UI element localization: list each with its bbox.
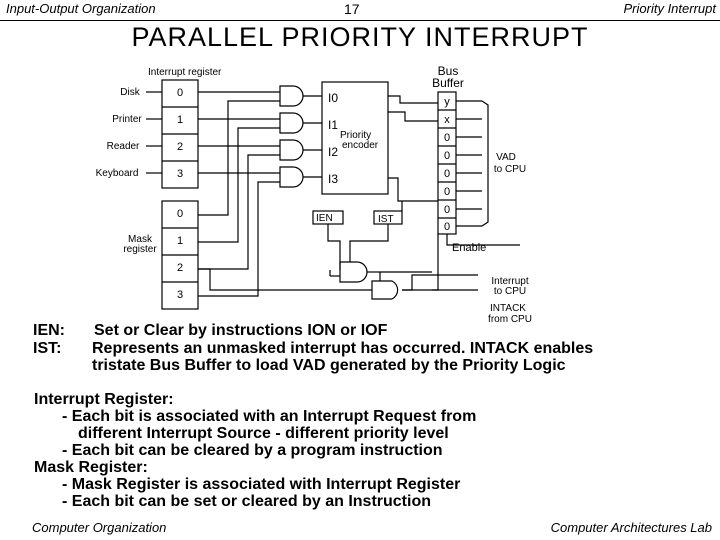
bus-bit-5: 0 bbox=[444, 186, 450, 198]
note-line: - Each bit can be set or cleared by an I… bbox=[62, 493, 431, 510]
interrupt-to-cpu-1: Interrupt bbox=[491, 276, 528, 287]
interrupt-and-gate bbox=[339, 261, 368, 283]
page-number: 17 bbox=[344, 1, 360, 17]
bus-bit-7: 0 bbox=[444, 221, 450, 233]
bus-bit-6: 0 bbox=[444, 204, 450, 216]
and-gate-2 bbox=[279, 139, 304, 161]
mask-bit-0: 0 bbox=[177, 208, 183, 220]
legend-ist-desc-1: Represents an unmasked interrupt has occ… bbox=[92, 340, 594, 357]
bus-buffer-label-2: Buffer bbox=[432, 76, 464, 90]
course-header: Input-Output Organization bbox=[6, 1, 156, 16]
note-line: - Mask Register is associated with Inter… bbox=[62, 476, 461, 493]
mask-register-label-2: register bbox=[123, 244, 157, 255]
bus-buffer-label-1: Bus bbox=[438, 64, 459, 78]
device-printer: Printer bbox=[112, 114, 142, 125]
footer-left: Computer Organization bbox=[32, 520, 167, 535]
and-gate-1 bbox=[279, 112, 304, 134]
note-line: Interrupt Register: bbox=[34, 391, 174, 408]
bus-bit-x: x bbox=[444, 114, 450, 126]
ir-bit-1: 1 bbox=[177, 114, 183, 126]
register-notes: Interrupt Register: - Each bit is associ… bbox=[34, 391, 476, 510]
legend-ist-desc-2: tristate Bus Buffer to load VAD generate… bbox=[92, 357, 566, 374]
device-reader: Reader bbox=[107, 141, 140, 152]
legend-ien-desc: Set or Clear by instructions ION or IOF bbox=[94, 322, 388, 339]
intack-and-gate bbox=[371, 280, 399, 300]
bus-bit-y: y bbox=[444, 96, 450, 108]
encoder-input-1: I1 bbox=[328, 118, 338, 132]
device-keyboard: Keyboard bbox=[96, 168, 139, 179]
encoder-input-0: I0 bbox=[328, 91, 338, 105]
encoder-label-2: encoder bbox=[342, 140, 379, 151]
vad-bracket bbox=[481, 100, 489, 227]
mask-register-label-1: Mask bbox=[128, 234, 153, 245]
interrupt-to-cpu-2: to CPU bbox=[494, 286, 526, 297]
interrupt-register-label: Interrupt register bbox=[148, 67, 222, 78]
ist-label: IST bbox=[378, 214, 394, 225]
bus-bit-4: 0 bbox=[444, 168, 450, 180]
mask-bit-2: 2 bbox=[177, 262, 183, 274]
vad-label-2: to CPU bbox=[494, 164, 526, 175]
bus-bit-3: 0 bbox=[444, 150, 450, 162]
slide-title: PARALLEL PRIORITY INTERRUPT bbox=[131, 22, 589, 52]
intack-label-1: INTACK bbox=[490, 303, 526, 314]
and-gate-3 bbox=[279, 166, 304, 188]
legend-ist-term: IST: bbox=[33, 340, 62, 357]
priority-encoder bbox=[321, 81, 389, 195]
encoder-input-2: I2 bbox=[328, 145, 338, 159]
header-divider bbox=[0, 20, 720, 21]
enable-label: Enable bbox=[452, 242, 486, 254]
intack-label-2: from CPU bbox=[488, 314, 532, 325]
note-line: different Interrupt Source - different p… bbox=[78, 425, 449, 442]
encoder-input-3: I3 bbox=[328, 172, 338, 186]
and-gate-0 bbox=[279, 85, 304, 107]
ir-bit-2: 2 bbox=[177, 141, 183, 153]
mask-bit-3: 3 bbox=[177, 289, 183, 301]
ien-label: IEN bbox=[316, 213, 333, 224]
vad-label-1: VAD bbox=[496, 152, 516, 163]
mask-bit-1: 1 bbox=[177, 235, 183, 247]
section-header: Priority Interrupt bbox=[623, 1, 716, 16]
ir-bit-0: 0 bbox=[177, 87, 183, 99]
note-line: - Each bit can be cleared by a program i… bbox=[62, 442, 443, 459]
note-line: Mask Register: bbox=[34, 459, 148, 476]
bus-bit-2: 0 bbox=[444, 132, 450, 144]
footer-right: Computer Architectures Lab bbox=[550, 520, 712, 535]
encoder-label-1: Priority bbox=[340, 130, 371, 141]
ir-bit-3: 3 bbox=[177, 168, 183, 180]
device-disk: Disk bbox=[120, 87, 140, 98]
legend-ien-term: IEN: bbox=[33, 322, 65, 339]
note-line: - Each bit is associated with an Interru… bbox=[62, 408, 477, 425]
